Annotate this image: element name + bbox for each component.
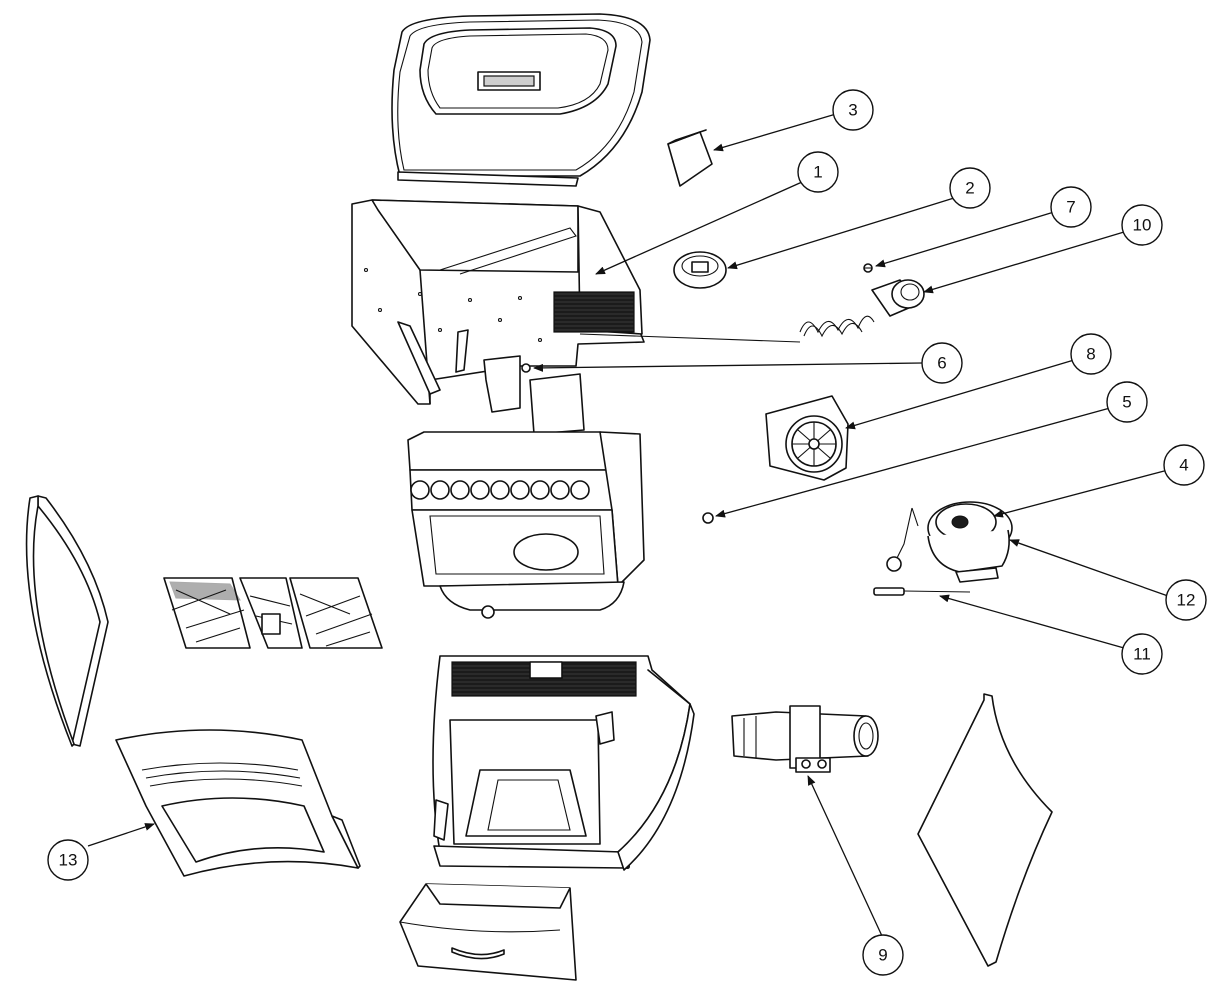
burn-pot-holes — [410, 480, 590, 500]
callout-9-label: 9 — [878, 946, 887, 965]
front-door — [115, 729, 361, 877]
ignitor — [873, 587, 971, 596]
callout-5: 5 — [1106, 381, 1148, 423]
hopper-assembly — [351, 199, 645, 435]
left-side-panel — [25, 495, 109, 747]
callout-2-label: 2 — [965, 179, 974, 198]
callout-11: 11 — [1121, 633, 1163, 675]
leader-9 — [807, 775, 883, 937]
convection-blower — [731, 705, 879, 773]
callout-8: 8 — [1070, 333, 1112, 375]
firebrick-liners — [163, 577, 383, 649]
callout-7: 7 — [1050, 186, 1092, 228]
callout-5-label: 5 — [1122, 393, 1131, 412]
thermal-switch — [863, 263, 873, 273]
leader-3 — [713, 113, 837, 152]
callout-8-label: 8 — [1086, 345, 1095, 364]
leader-1 — [595, 181, 803, 275]
callout-9: 9 — [862, 934, 904, 976]
leader-2 — [727, 197, 955, 270]
firebox-assembly — [407, 431, 645, 619]
leader-10 — [923, 231, 1125, 294]
leader-11 — [939, 594, 1125, 649]
callout-1: 1 — [797, 151, 839, 193]
callout-13-label: 13 — [59, 851, 78, 870]
callout-11-label: 11 — [1133, 645, 1151, 664]
callout-6-label: 6 — [937, 354, 946, 373]
combustion-blower — [765, 395, 849, 481]
leader-4 — [993, 469, 1169, 518]
hopper-fitting — [521, 363, 531, 373]
control-board-box — [667, 129, 713, 187]
callout-3: 3 — [832, 89, 874, 131]
callout-4: 4 — [1163, 444, 1205, 486]
vacuum-switch — [673, 251, 727, 289]
callout-12-label: 12 — [1177, 591, 1196, 610]
leader-lines — [87, 113, 1169, 937]
callout-6: 6 — [921, 342, 963, 384]
callout-4-label: 4 — [1179, 456, 1188, 475]
leader-6 — [533, 362, 923, 372]
leader-13 — [87, 823, 155, 847]
callout-13: 13 — [47, 839, 89, 881]
callout-12: 12 — [1165, 579, 1207, 621]
auger-motor — [799, 279, 925, 338]
leader-8 — [845, 359, 1075, 430]
callout-7-label: 7 — [1066, 198, 1075, 217]
lower-cabinet — [432, 655, 695, 871]
callout-1-label: 1 — [813, 163, 822, 182]
top-lid — [391, 13, 651, 187]
ignitor-fitting — [702, 512, 714, 524]
callout-10: 10 — [1121, 204, 1163, 246]
leader-5 — [715, 407, 1111, 518]
ash-drawer — [399, 883, 577, 981]
leader-7 — [875, 211, 1055, 268]
right-side-panel — [917, 693, 1053, 967]
leader-12 — [1009, 539, 1169, 597]
callout-10-label: 10 — [1133, 216, 1152, 235]
callout-2: 2 — [949, 167, 991, 209]
burn-pot — [886, 501, 1013, 583]
callout-3-label: 3 — [848, 101, 857, 120]
